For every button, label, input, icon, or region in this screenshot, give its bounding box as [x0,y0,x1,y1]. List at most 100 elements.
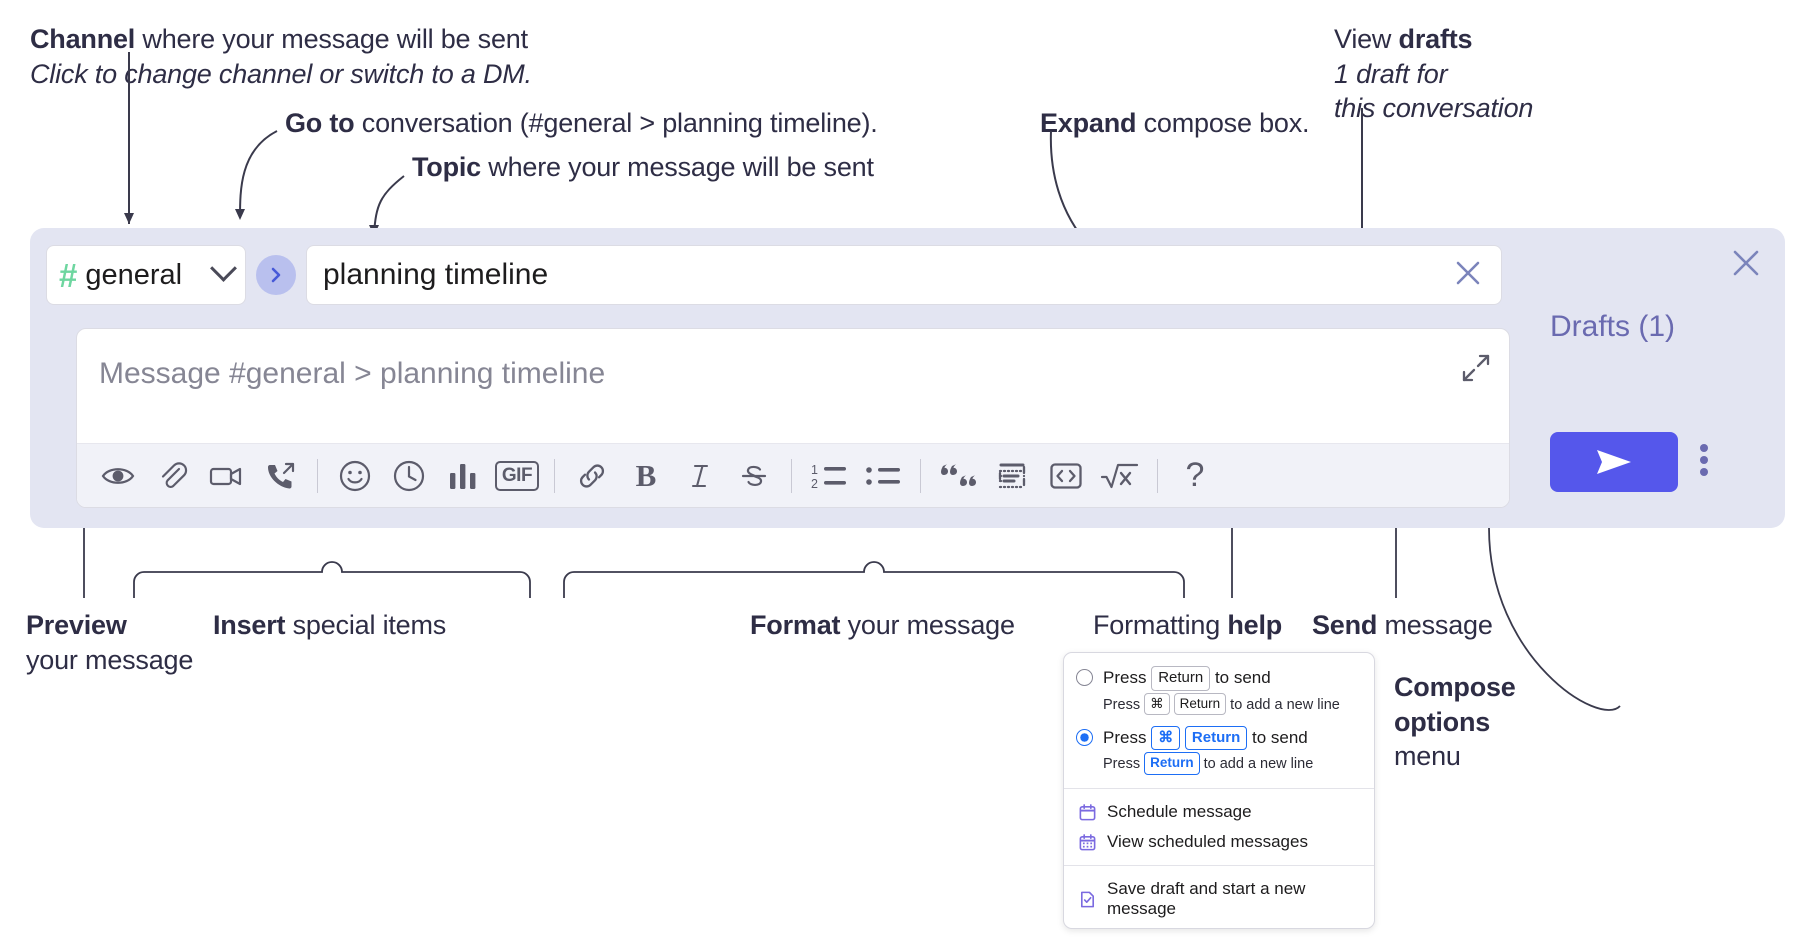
expand-icon[interactable] [1461,353,1491,388]
menu-radio-cmd-return-to-send[interactable]: Press ⌘ Return to send Press Return to a… [1064,721,1374,781]
code-block-icon[interactable] [985,451,1039,501]
menu-radio-label-2: Press ⌘ Return to send Press Return to a… [1103,725,1314,776]
video-camera-icon[interactable] [199,451,253,501]
divider [791,458,792,493]
annotation-compose-options-line2: options [1394,706,1491,737]
divider [317,458,318,493]
message-input-area[interactable]: Message #general > planning timeline [76,328,1510,508]
bar-chart-icon[interactable] [436,451,490,501]
quote-icon[interactable] [931,451,985,501]
annotation-send-rest: message [1377,610,1493,640]
message-placeholder: Message #general > planning timeline [99,357,606,390]
annotation-compose-options-line1: Compose [1394,672,1516,702]
chevron-right-icon [271,267,281,283]
strikethrough-icon[interactable] [727,451,781,501]
italic-button[interactable] [673,451,727,501]
annotation-preview-bold: Preview [26,610,127,640]
annotation-topic-bold: Topic [412,152,481,182]
press-label-2-sub: Press [1103,756,1145,773]
clock-icon[interactable] [382,451,436,501]
kebab-dot [1700,468,1708,476]
preview-button[interactable] [91,451,145,501]
annotation-drafts-line3: this conversation [1334,93,1534,124]
divider [1157,458,1158,493]
svg-text:1: 1 [811,463,818,477]
gif-icon[interactable]: GIF [490,451,544,501]
annotation-goto-bold: Go to [285,108,355,138]
send-button[interactable] [1550,432,1678,492]
key-return: Return [1151,666,1211,691]
annotation-channel-bold: Channel [30,24,136,54]
compose-header-row: # general planning timeline [46,244,1502,306]
compose-main: # general planning timeline Message #gen… [30,228,1528,528]
bulleted-list-icon[interactable] [856,451,910,501]
annotation-help-bold: help [1227,610,1283,640]
bold-button[interactable]: B [619,451,673,501]
question-mark-icon[interactable]: ? [1168,451,1222,501]
smiley-icon[interactable] [328,451,382,501]
calendar-grid-icon [1079,833,1096,851]
key-command: ⌘ [1144,692,1170,715]
annotation-expand-rest: compose box. [1136,108,1310,138]
ordered-list-icon[interactable]: 1 2 [802,451,856,501]
annotation-help: Formatting help [1093,608,1282,643]
press-label-1: Press [1103,668,1152,687]
help-label: ? [1185,456,1205,494]
drafts-link[interactable]: Drafts (1) [1550,310,1676,343]
radio-unselected-icon[interactable] [1076,669,1093,686]
code-brackets-icon[interactable] [1039,451,1093,501]
goto-conversation-button[interactable] [256,255,296,295]
annotation-expand-bold: Expand [1040,108,1137,138]
kebab-dot [1700,456,1708,464]
phone-arrow-icon[interactable] [253,451,307,501]
radio-selected-icon[interactable] [1076,728,1093,746]
annotation-format-bold: Format [750,610,841,640]
bold-label: B [635,457,657,493]
channel-name-label: general [85,258,183,291]
annotation-send: Send message [1312,608,1493,643]
kebab-dot [1700,444,1708,452]
leader-lines-top [124,52,1367,317]
topic-value: planning timeline [323,258,549,291]
more-options-icon[interactable] [1700,440,1708,480]
close-icon[interactable] [1451,256,1485,295]
annotation-drafts-plain: View [1334,24,1399,54]
annotation-format: Format your message [750,608,1015,643]
menu-radio-label: Press Return to send Press ⌘ Return to a… [1103,666,1340,716]
close-icon[interactable] [1729,246,1763,285]
press-label-2: Press [1103,727,1152,747]
menu-radio-return-to-send[interactable]: Press Return to send Press ⌘ Return to a… [1064,661,1374,721]
channel-picker[interactable]: # general [46,245,246,305]
menu-item-view-scheduled-messages[interactable]: View scheduled messages [1064,827,1374,857]
document-check-icon [1080,891,1095,908]
menu-item-schedule-message[interactable]: Schedule message [1064,797,1374,827]
link-icon[interactable] [565,451,619,501]
annotation-goto: Go to conversation (#general > planning … [285,106,878,141]
annotation-topic-rest: where your message will be sent [481,152,874,182]
newline-label-2: to add a new line [1199,756,1314,773]
menu-item-save-draft[interactable]: Save draft and start a new message [1064,874,1374,928]
annotation-drafts-line2: 1 draft for [1334,58,1448,89]
hash-icon: # [59,256,78,294]
attach-button[interactable] [145,451,199,501]
key-return-2-sub: Return [1144,752,1200,775]
compose-right-rail: Drafts (1) [1528,228,1785,528]
annotation-insert: Insert special items [213,608,446,643]
annotation-format-rest: your message [840,610,1015,640]
annotation-compose-options: Compose options menu [1394,670,1516,774]
sqrt-x-icon[interactable] [1093,451,1147,501]
menu-item-label: Save draft and start a new message [1107,879,1306,919]
topic-input[interactable]: planning timeline [306,245,1502,305]
calendar-icon [1079,803,1096,821]
annotation-insert-rest: special items [285,610,447,640]
annotation-drafts-bold: drafts [1398,24,1473,54]
divider [554,458,555,493]
annotation-channel-italic: Click to change channel or switch to a D… [30,58,532,89]
annotation-channel-rest: where your message will be sent [135,24,528,54]
menu-item-label: Schedule message [1107,802,1252,822]
to-send-label-2: to send [1247,727,1308,747]
divider [920,458,921,493]
svg-text:2: 2 [811,477,818,491]
annotation-compose-options-line3: menu [1394,741,1461,772]
annotation-preview-rest: your message [26,644,194,675]
